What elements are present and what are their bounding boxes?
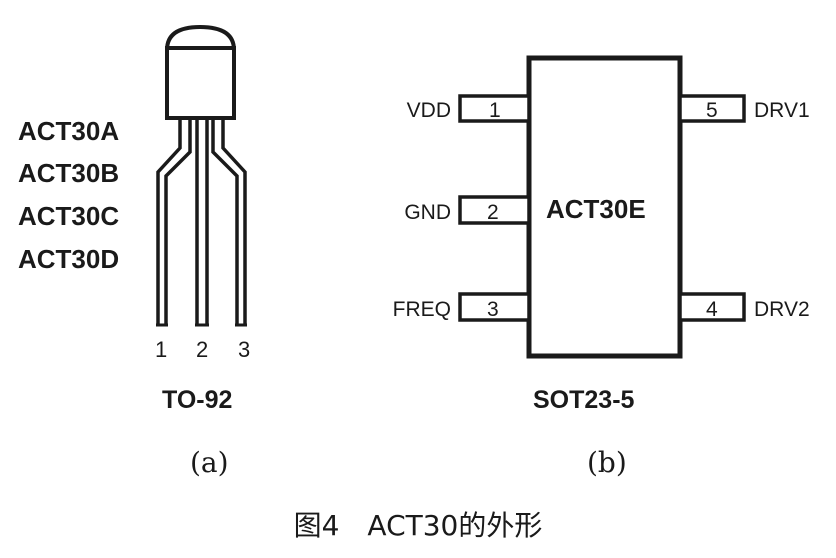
sot23-pin-number-5: 5 <box>706 99 718 122</box>
figure-caption: 图4 ACT30的外形 <box>294 509 543 542</box>
to92-sub-label: (a) <box>190 446 229 479</box>
sot23-pin-name-gnd: GND <box>404 201 451 224</box>
to92-lead-1 <box>156 118 192 325</box>
sot23-pin-number-3: 3 <box>487 298 499 321</box>
sot23-sub-label: (b) <box>587 446 627 479</box>
sot23-pin-box-5 <box>678 94 746 123</box>
sot23-pin-box-4 <box>678 292 746 322</box>
to92-diagram: ACT30A ACT30B ACT30C ACT30D 1 2 3 TO-92 … <box>18 24 250 479</box>
sot23-pin-box-1 <box>458 94 531 123</box>
to92-part-name-c: ACT30C <box>18 201 119 231</box>
to92-lead-3 <box>211 118 247 325</box>
sot23-pin-name-vdd: VDD <box>407 99 451 122</box>
sot23-pin-box-3 <box>458 292 531 322</box>
sot23-diagram: ACT30E VDD GND FREQ 1 2 3 5 4 DRV1 DRV2 … <box>393 55 810 479</box>
sot23-package-label: SOT23-5 <box>533 386 635 414</box>
to92-pin-number-2: 2 <box>196 337 208 362</box>
to92-package-label: TO-92 <box>162 386 232 414</box>
sot23-body <box>526 55 683 359</box>
sot23-pin-name-drv1: DRV1 <box>754 99 810 122</box>
sot23-pin-name-drv2: DRV2 <box>754 298 810 321</box>
to92-lead-2 <box>195 118 209 325</box>
to92-part-name-d: ACT30D <box>18 244 119 274</box>
sot23-pin-number-2: 2 <box>487 201 499 224</box>
sot23-chip-name: ACT30E <box>546 194 646 224</box>
to92-pin-number-3: 3 <box>238 337 250 362</box>
sot23-pin-number-1: 1 <box>489 99 501 122</box>
to92-part-name-a: ACT30A <box>18 116 119 146</box>
to92-part-name-b: ACT30B <box>18 158 119 188</box>
sot23-pin-number-4: 4 <box>706 298 718 321</box>
to92-pin-number-1: 1 <box>155 337 167 362</box>
sot23-pin-name-freq: FREQ <box>393 298 451 321</box>
to92-body <box>165 46 236 120</box>
sot23-pin-box-2 <box>458 195 531 225</box>
to92-dome <box>164 24 237 52</box>
